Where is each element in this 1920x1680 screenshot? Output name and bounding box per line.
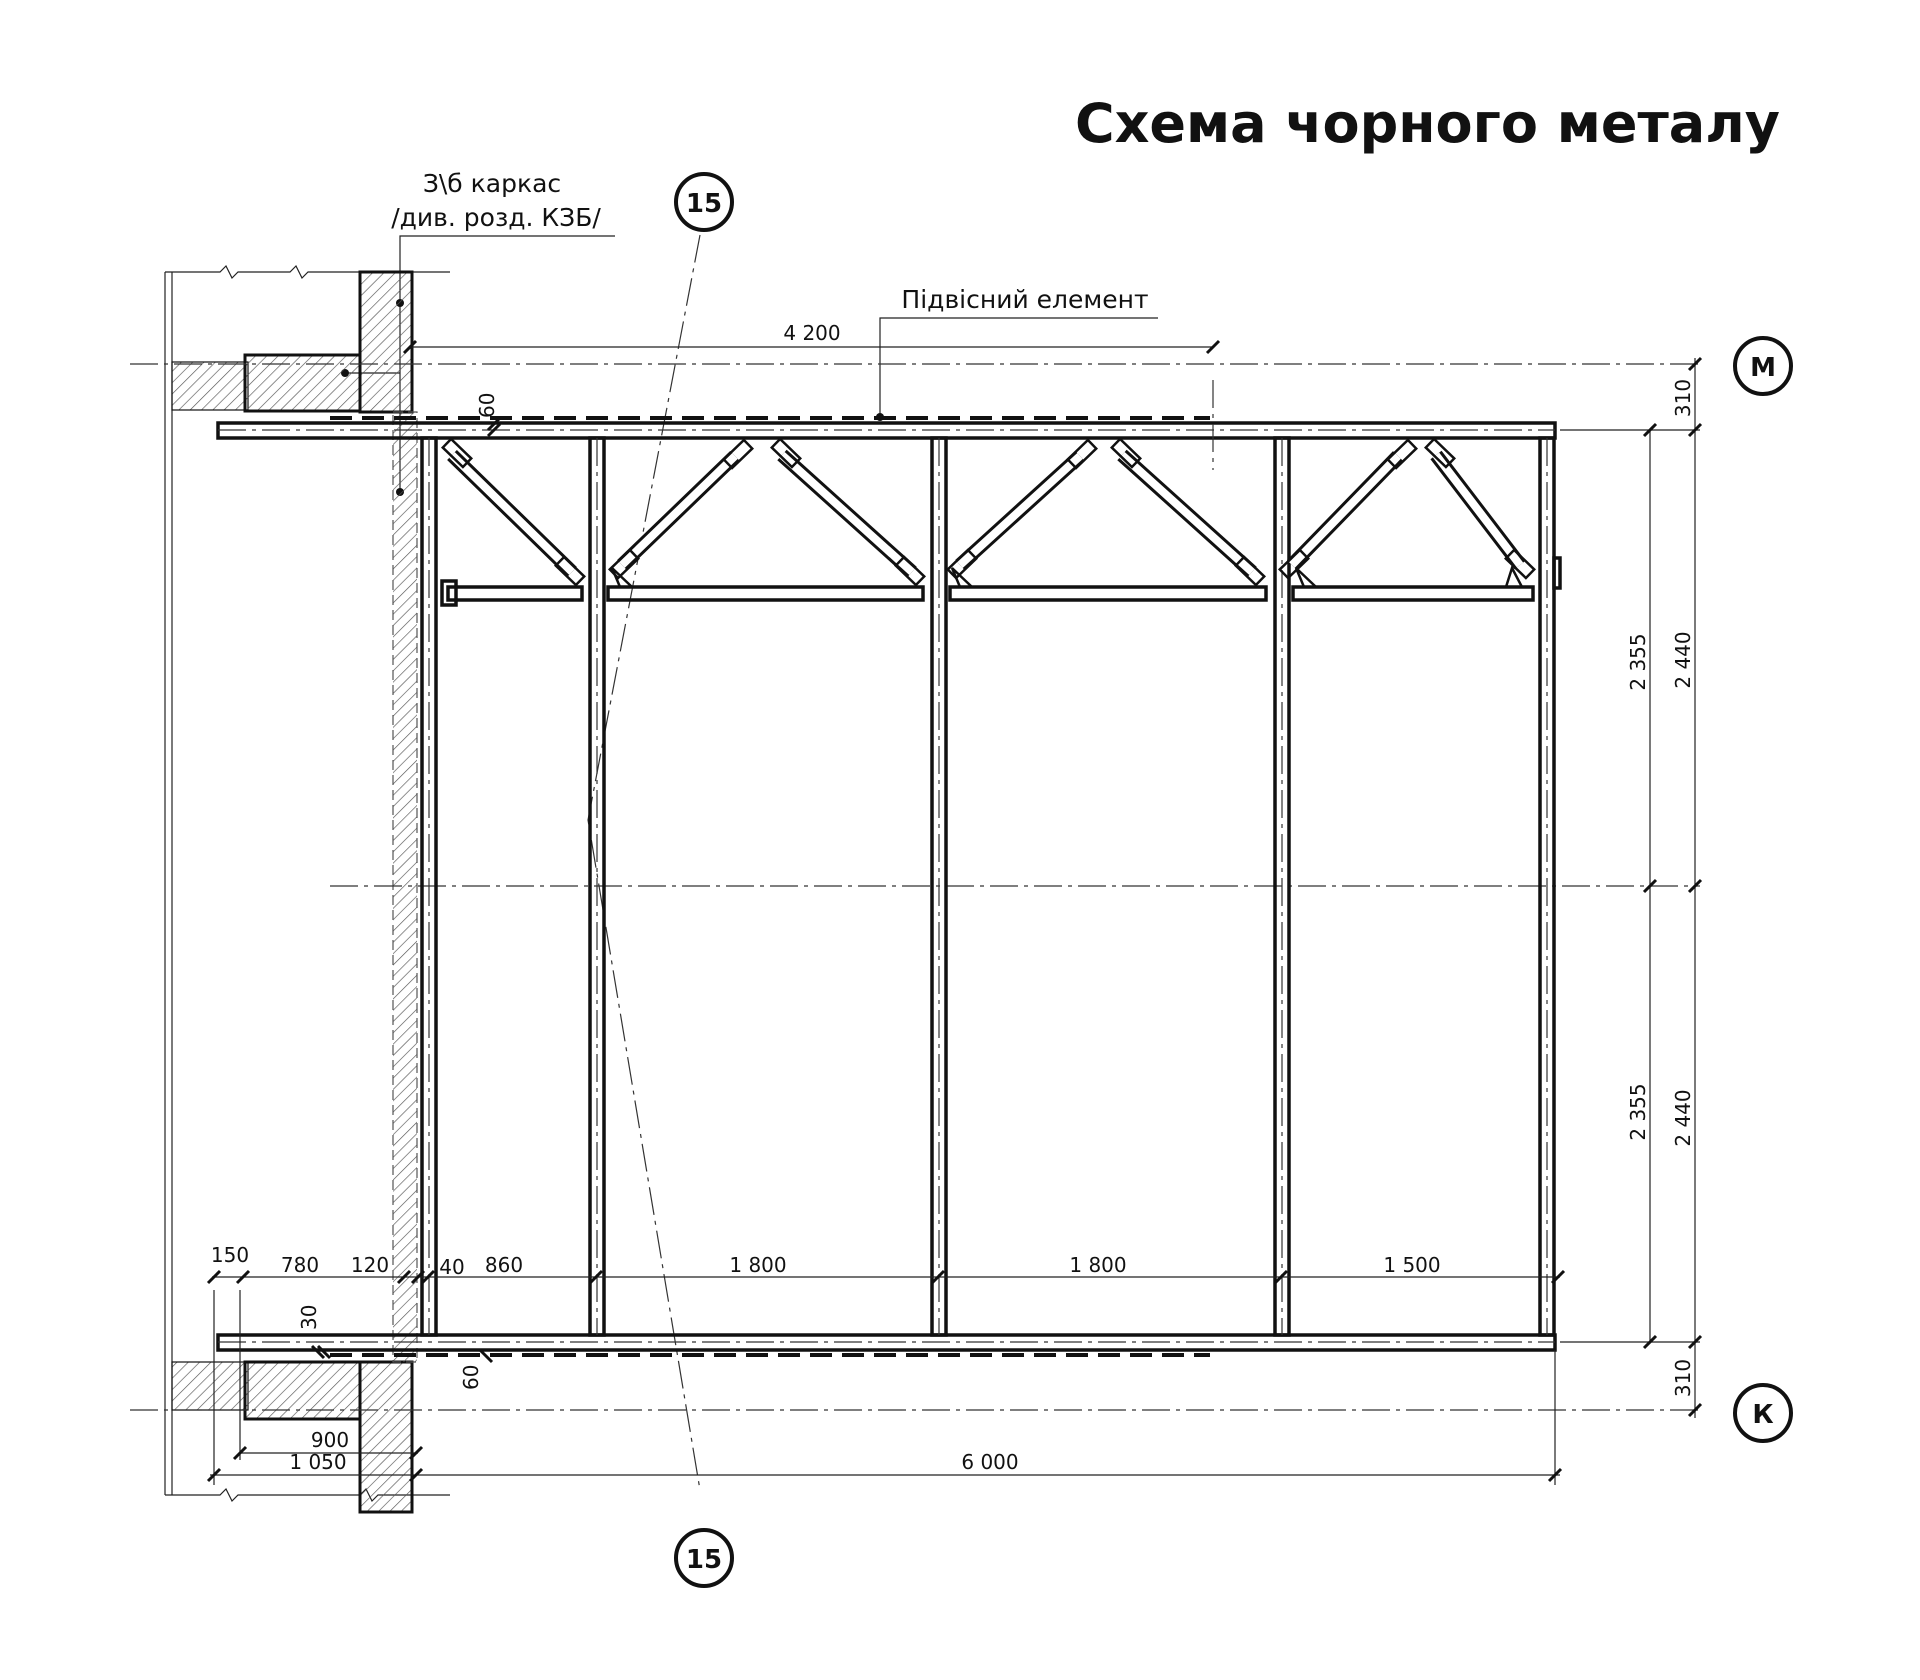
dim-right: 310 2 355 2 440 2 355 2 440 310 [1560,356,1703,1418]
svg-text:1 800: 1 800 [1069,1253,1126,1277]
svg-text:2 440: 2 440 [1671,1089,1695,1146]
hanging-note-text: Підвісний елемент [901,285,1148,314]
svg-text:310: 310 [1671,1359,1695,1397]
frame-note-line2: /див. розд. КЗБ/ [391,203,601,232]
svg-text:15: 15 [686,189,722,219]
svg-text:900: 900 [311,1428,349,1452]
svg-text:60: 60 [475,393,499,418]
dim-bottom-row: 150 780 120 40 860 1 800 1 800 1 500 [206,1243,1566,1285]
steel-frame [216,380,1562,1357]
post-1 [420,436,438,1337]
svg-text:60: 60 [459,1365,483,1390]
svg-text:150: 150 [211,1243,249,1267]
axis-bubble-k: К [1733,1383,1793,1443]
post-4 [1273,436,1291,1337]
frame-note-line1: З\б каркас [423,169,561,198]
svg-text:15: 15 [686,1545,722,1575]
dim-bottom-small: 30 60 [297,1305,494,1390]
svg-text:М: М [1750,353,1776,383]
svg-text:1 800: 1 800 [729,1253,786,1277]
svg-text:860: 860 [485,1253,523,1277]
axis-bubble-m: М [1733,336,1793,396]
svg-text:1 050: 1 050 [289,1450,346,1474]
dim-top-span: 4 200 60 [402,321,1221,438]
hanging-note: Підвісний елемент [876,285,1158,421]
post-2 [588,436,606,1337]
drawing-title: Схема чорного металу [1075,92,1780,155]
svg-text:2 355: 2 355 [1626,1083,1650,1140]
svg-text:4 200: 4 200 [783,321,840,345]
section-bubble-bottom: 15 [674,1528,734,1588]
svg-text:780: 780 [281,1253,319,1277]
svg-text:6 000: 6 000 [961,1450,1018,1474]
svg-text:40: 40 [439,1255,464,1279]
bracing [447,449,1526,578]
post-3 [930,436,948,1337]
svg-text:2 355: 2 355 [1626,633,1650,690]
svg-text:2 440: 2 440 [1671,631,1695,688]
svg-text:1 500: 1 500 [1383,1253,1440,1277]
svg-text:310: 310 [1671,379,1695,417]
section-bubble-top: 15 [674,172,734,232]
svg-text:К: К [1752,1400,1773,1430]
svg-text:30: 30 [297,1305,321,1330]
post-5 [1538,436,1556,1337]
dim-bottom-overall: 900 1 050 6 000 [206,1290,1563,1485]
svg-text:120: 120 [351,1253,389,1277]
